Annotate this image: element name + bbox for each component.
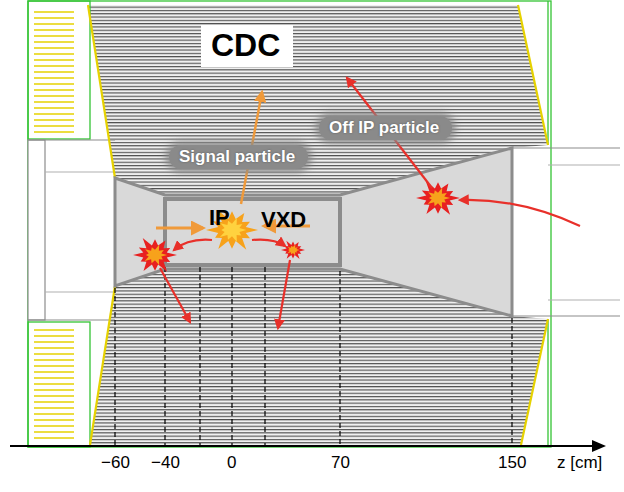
- endcap-layer: [34, 23, 74, 24]
- burst: [416, 181, 460, 215]
- endcap-layer: [34, 59, 74, 60]
- title-box: CDC: [201, 25, 293, 67]
- axis-tick: 150: [498, 453, 526, 473]
- endcap-layer: [34, 29, 74, 30]
- endcap-layer: [34, 395, 74, 396]
- detector-frame: [28, 1, 551, 447]
- endcap-layer: [34, 389, 74, 390]
- endcap-layer: [34, 413, 74, 414]
- endcap-layer: [34, 419, 74, 420]
- node-text: CDC: [211, 28, 283, 63]
- cdc-boundary: [88, 5, 548, 445]
- callout-glow: Signal particle: [169, 145, 308, 169]
- label-text: VXD: [261, 207, 306, 233]
- endcap-layer: [34, 401, 74, 402]
- endcap-layer: [34, 65, 74, 66]
- endcap-layer: [34, 41, 74, 42]
- axis-title: z [cm]: [557, 453, 602, 473]
- endcap-layer: [34, 125, 74, 126]
- endcap-layer: [34, 131, 74, 132]
- endcap-layer: [34, 47, 74, 48]
- endcap-layer: [34, 371, 74, 372]
- z-axis: [10, 440, 606, 452]
- endcap-layer: [34, 119, 74, 120]
- endcap-layer: [34, 377, 74, 378]
- burst: [133, 238, 177, 272]
- label-text: z [cm]: [557, 453, 602, 473]
- node-text: Off IP particle: [329, 118, 442, 138]
- node-text: Signal particle: [179, 147, 298, 167]
- endcap-layer: [34, 341, 74, 342]
- burst-core: [428, 188, 450, 208]
- endcap-layer: [34, 11, 74, 12]
- label-text: IP: [209, 205, 230, 231]
- callout-glow: Off IP particle: [319, 116, 452, 140]
- burst: [281, 241, 305, 259]
- endcap-layer: [34, 77, 74, 78]
- endcap-layer: [34, 107, 74, 108]
- axis-tick: 70: [331, 453, 350, 473]
- burst-core: [145, 245, 167, 265]
- endcap-layer: [34, 89, 74, 90]
- endcap-layer: [34, 95, 74, 96]
- endcap-layer: [34, 347, 74, 348]
- beam-pipe: [28, 140, 620, 320]
- endcap-layer: [34, 365, 74, 366]
- axis-tick: −40: [151, 453, 180, 473]
- endcap-layer: [34, 437, 74, 438]
- endcap-layer: [34, 431, 74, 432]
- endcap-layer: [34, 359, 74, 360]
- burst-core: [287, 244, 299, 255]
- inner-region: [115, 148, 512, 316]
- endcap-layer: [34, 113, 74, 114]
- endcap-layer: [34, 335, 74, 336]
- label-text: 150: [498, 453, 526, 473]
- label-text: 70: [331, 453, 350, 473]
- label-text: −60: [101, 453, 130, 473]
- collision-bursts: [133, 181, 460, 272]
- endcap-layer: [34, 17, 74, 18]
- endcap-layer: [34, 101, 74, 102]
- axis-tick: −60: [101, 453, 130, 473]
- endcap-layer: [34, 53, 74, 54]
- endcap-layer: [34, 353, 74, 354]
- dashed-guides: [115, 267, 512, 445]
- endcap-layer: [34, 83, 74, 84]
- endcap-layer: [34, 35, 74, 36]
- part-name: IP: [209, 205, 230, 231]
- label-text: 0: [227, 453, 236, 473]
- particle-tracks: [156, 78, 580, 328]
- endcap-layer: [34, 383, 74, 384]
- endcap-layer: [34, 407, 74, 408]
- axis-tick: 0: [227, 453, 236, 473]
- label-text: −40: [151, 453, 180, 473]
- part-name: VXD: [261, 207, 306, 233]
- endcap-layer: [34, 71, 74, 72]
- endcap-layer: [34, 425, 74, 426]
- endcap-layer: [34, 329, 74, 330]
- vxd-box: [165, 199, 340, 265]
